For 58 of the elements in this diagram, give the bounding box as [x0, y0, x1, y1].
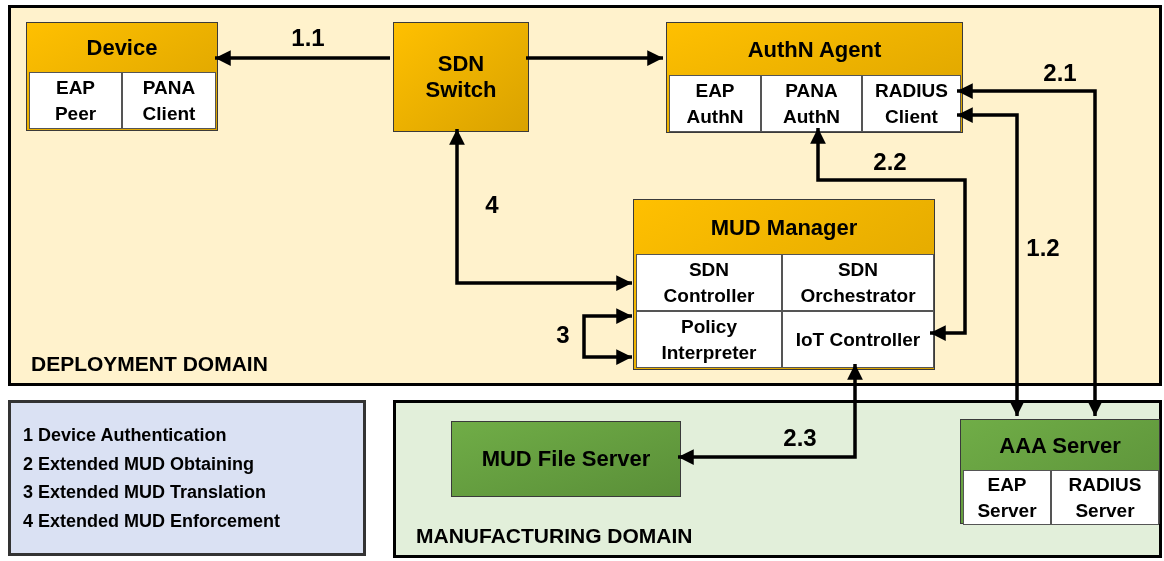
- box-title: Device: [85, 33, 159, 62]
- module-label: EAP AuthN: [685, 78, 745, 129]
- server-box: [451, 421, 681, 497]
- edge-label: 3: [556, 320, 570, 350]
- switch-box: [393, 22, 529, 132]
- module-cell: [29, 72, 122, 129]
- module-cell: [636, 254, 782, 311]
- module-cell: [669, 75, 761, 132]
- module-cell: [761, 75, 862, 132]
- module-label: IoT Controller: [794, 327, 922, 352]
- domain-panel: [8, 5, 1162, 386]
- connector-arrow: [810, 128, 967, 341]
- box-title: MUD File Server: [480, 445, 652, 473]
- module-label: EAP Peer: [53, 75, 98, 126]
- edge-label: 4: [485, 190, 499, 220]
- edge-label: 2.1: [1043, 58, 1077, 88]
- connector-arrow: [957, 83, 1103, 416]
- edge-label: 2.2: [873, 147, 907, 177]
- key-entry: 1 Device Authentication: [23, 424, 228, 447]
- domain-label: MANUFACTURING DOMAIN: [416, 522, 693, 549]
- component-box: [633, 199, 935, 370]
- key-entry: 4 Extended MUD Enforcement: [23, 509, 282, 532]
- module-cell: [782, 311, 934, 368]
- box-title: AAA Server: [998, 431, 1122, 460]
- module-label: RADIUS Server: [1067, 472, 1143, 523]
- module-cell: [636, 311, 782, 368]
- module-cell: [782, 254, 934, 311]
- module-label: SDN Orchestrator: [799, 257, 917, 308]
- key-entry: 3 Extended MUD Translation: [23, 481, 268, 504]
- domain-label: DEPLOYMENT DOMAIN: [31, 350, 268, 377]
- module-label: Policy Interpreter: [660, 314, 758, 365]
- module-cell: [1051, 470, 1159, 525]
- module-label: PANA Client: [141, 75, 197, 126]
- connector-arrow: [582, 308, 632, 365]
- connector-arrow: [215, 50, 390, 66]
- connector-arrow: [957, 107, 1025, 416]
- connector-arrow: [678, 364, 863, 465]
- key-panel: [8, 400, 366, 556]
- module-label: EAP Server: [976, 472, 1038, 523]
- module-cell: [122, 72, 216, 129]
- component-box: [666, 22, 963, 133]
- module-cell: [963, 470, 1051, 525]
- box-title: SDN Switch: [424, 50, 498, 104]
- edge-label: 1.1: [291, 23, 325, 53]
- edge-label: 1.2: [1026, 233, 1060, 263]
- box-title: AuthN Agent: [746, 35, 883, 64]
- server-box: [960, 419, 1160, 524]
- domain-panel: [393, 400, 1162, 558]
- key-entry: 2 Extended MUD Obtaining: [23, 452, 255, 475]
- module-label: PANA AuthN: [782, 78, 841, 129]
- box-title: MUD Manager: [709, 213, 859, 242]
- module-label: SDN Controller: [662, 257, 756, 308]
- module-cell: [862, 75, 961, 132]
- connector-arrow: [449, 129, 632, 291]
- edge-label: 2.3: [783, 423, 817, 453]
- component-box: [26, 22, 218, 131]
- connector-arrow: [526, 50, 663, 66]
- module-label: RADIUS Client: [874, 78, 949, 129]
